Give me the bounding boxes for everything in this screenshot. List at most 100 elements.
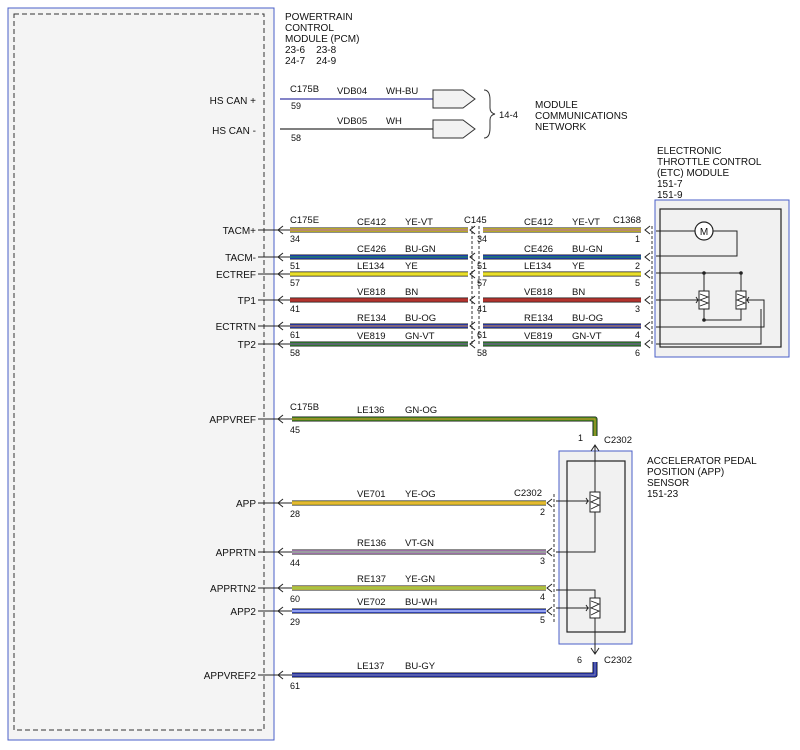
connector-label: C175B <box>290 402 319 413</box>
network-connector-icon <box>432 89 476 109</box>
pcm-title-line: 24-7 24-9 <box>285 56 337 67</box>
pin-number: 41 <box>290 304 300 314</box>
app-internals <box>556 444 601 655</box>
pin-number: 58 <box>477 348 487 358</box>
pin-number: 3 <box>540 556 545 566</box>
circuit-label: RE134 <box>357 313 386 324</box>
pcm-pin-arrow-icon <box>277 606 284 616</box>
color-code-label: BN <box>572 287 585 298</box>
pin-number: 2 <box>635 261 640 271</box>
pin-number: 5 <box>540 615 545 625</box>
color-code-label: BU-OG <box>405 313 436 324</box>
pin-number: 58 <box>290 348 300 358</box>
color-code-label: GN-OG <box>405 405 437 416</box>
pin-number: 61 <box>290 330 300 340</box>
pin-number: 61 <box>477 330 487 340</box>
potentiometer-icon <box>583 491 601 513</box>
wire-stripe[interactable] <box>292 662 596 676</box>
circuit-label: VDB05 <box>337 116 367 127</box>
color-code-label: YE-OG <box>405 489 436 500</box>
app-title-line: ACCELERATOR PEDAL <box>647 456 757 467</box>
color-code-label: YE <box>405 261 418 272</box>
pcm-title-line: 23-6 23-8 <box>285 45 337 56</box>
network-label: NETWORK <box>535 122 586 133</box>
circuit-label: CE426 <box>524 244 553 255</box>
pin-number: 41 <box>477 304 487 314</box>
pin-number: 3 <box>635 304 640 314</box>
etc-rtn-lead <box>656 299 765 328</box>
signal-label: APPRTN <box>216 548 256 559</box>
color-code-label: BU-GN <box>405 244 436 255</box>
color-code-label: BN <box>405 287 418 298</box>
connector-label: C2302 <box>604 655 632 666</box>
circuit-label: RE136 <box>357 538 386 549</box>
module-pin-arrow-icon <box>644 295 651 305</box>
pin-number: 51 <box>290 261 300 271</box>
color-code-label: WH-BU <box>386 86 418 97</box>
app-title-line: 151-23 <box>647 489 679 500</box>
app-title-line: SENSOR <box>647 478 689 489</box>
pin-number: 51 <box>477 261 487 271</box>
color-code-label: YE-VT <box>405 217 433 228</box>
pcm-pin-arrow-icon <box>469 269 476 279</box>
pcm-pin-arrow-icon <box>277 498 284 508</box>
pcm-pin-arrow-icon <box>277 225 284 235</box>
pin-number: 57 <box>477 278 487 288</box>
etc-title-line: (ETC) MODULE <box>657 168 730 179</box>
network-connector-icon <box>432 119 476 139</box>
pin-number: 61 <box>290 681 300 691</box>
pin-number: 1 <box>578 433 583 443</box>
color-code-label: BU-GN <box>572 244 603 255</box>
pin-number: 6 <box>577 655 582 665</box>
etc-ref-split <box>703 273 742 321</box>
pcm-pin-arrow-icon <box>277 321 284 331</box>
etc-title-line: THROTTLE CONTROL <box>657 157 762 168</box>
circuit-label: RE134 <box>524 313 553 324</box>
wire-stripe[interactable] <box>292 418 596 436</box>
pcm-title-line: CONTROL <box>285 23 334 34</box>
pcm-pin-arrow-icon <box>469 295 476 305</box>
connector-label: C2302 <box>514 488 542 499</box>
pin-number: 29 <box>290 617 300 627</box>
wire[interactable] <box>292 417 597 436</box>
etc-internals: M <box>656 221 765 345</box>
app-title: ACCELERATOR PEDAL POSITION (APP) SENSOR … <box>647 456 757 500</box>
color-code-label: YE-GN <box>405 574 435 585</box>
connector-label: C175B <box>290 84 319 95</box>
signal-label: APPVREF2 <box>204 671 257 682</box>
pcm-pin-arrow-icon <box>277 547 284 557</box>
pin-number: 34 <box>290 234 300 244</box>
etc-title: ELECTRONIC THROTTLE CONTROL (ETC) MODULE… <box>657 146 762 201</box>
etc-module[interactable] <box>654 199 790 358</box>
pcm-module[interactable] <box>7 7 275 741</box>
etc-outline <box>654 199 790 358</box>
circuit-label: VE819 <box>357 331 386 342</box>
network-ref: 14-4 <box>499 110 518 121</box>
pin-number: 4 <box>635 330 640 340</box>
pcm-pin-arrow-icon <box>277 583 284 593</box>
app-inner <box>566 460 626 633</box>
signal-label: ECTRTN <box>216 322 256 333</box>
circuit-label: LE134 <box>357 261 384 272</box>
module-pin-arrow-icon <box>644 321 651 331</box>
wire-outline[interactable] <box>292 416 598 436</box>
pcm-title-line: MODULE (PCM) <box>285 34 359 45</box>
etc-title-line: 151-9 <box>657 190 683 201</box>
pin-number: 28 <box>290 509 300 519</box>
pcm-pin-arrow-icon <box>469 321 476 331</box>
wire-outline[interactable] <box>292 662 598 678</box>
sensor-pin-arrow-icon <box>546 606 553 616</box>
color-code-label: GN-VT <box>405 331 435 342</box>
pin-number: 34 <box>477 234 487 244</box>
etc-title-line: ELECTRONIC <box>657 146 721 157</box>
circuit-label: VE819 <box>524 331 553 342</box>
circuit-label: CE412 <box>357 217 386 228</box>
pcm-title: POWERTRAIN CONTROL MODULE (PCM) 23-6 23-… <box>285 12 359 67</box>
module-pin-arrow-icon <box>644 225 651 235</box>
pcm-pin-arrow-icon <box>277 414 284 424</box>
splice-dot <box>739 271 743 275</box>
pcm-inner-dashed <box>13 13 265 731</box>
signal-label: TP1 <box>238 296 257 307</box>
